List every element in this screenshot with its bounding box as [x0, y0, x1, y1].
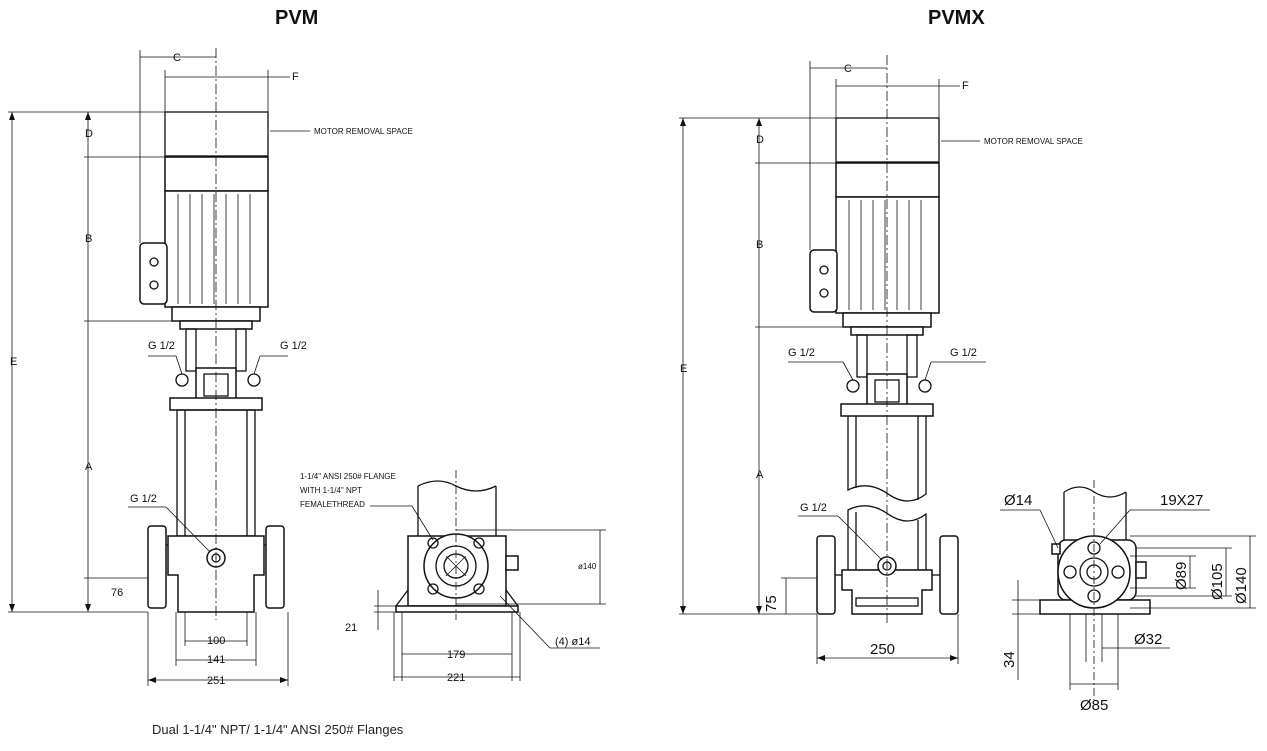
pvmx-dim-75: 75: [763, 595, 780, 612]
title-pvmx: PVMX: [928, 7, 985, 29]
pvmx-terminal-box: [809, 249, 838, 313]
pvm-flange-labels: 1-1/4" ANSI 250# FLANGE WITH 1-1/4" NPT …: [300, 472, 597, 684]
pvm-inlet-flange: [147, 525, 167, 609]
title-pvm: PVM: [275, 7, 318, 29]
pvm-flange-plug: [505, 555, 519, 571]
pvmx-inlet-flange: [816, 535, 836, 615]
pvm-dim-a: A: [85, 461, 93, 473]
pvm-motor-removal-label: MOTOR REMOVAL SPACE: [314, 127, 413, 136]
pvmx-motor-body: [835, 196, 940, 314]
pvmx-g-top-right: G 1/2: [950, 347, 977, 359]
pvm-pump-elevation: [139, 48, 285, 620]
pvmx-dim-a: A: [756, 469, 764, 481]
pvmx-dim-c: C: [844, 63, 852, 75]
pvm-motor-removal-box: [164, 111, 269, 157]
pvmx-dim-d105: Ø105: [1209, 563, 1226, 600]
pvmx-motor-cap: [835, 162, 940, 198]
pvmx-g-bottom: G 1/2: [800, 502, 827, 514]
pvm-dim-76: 76: [111, 587, 123, 599]
pvmx-dim-d85: Ø85: [1080, 697, 1108, 714]
pvmx-labels: E D B A C F MOTOR REMOVAL SPACE G 1/2 G …: [680, 63, 1083, 658]
pvmx-flange-view: [1000, 480, 1256, 700]
pvmx-dim-d140: Ø140: [1233, 567, 1250, 604]
pvm-dim-f: F: [292, 71, 299, 83]
pvmx-pump-elevation: [809, 55, 959, 625]
pvmx-dim-d32: Ø32: [1134, 631, 1162, 648]
pvm-dim-holes: (4) ø14: [555, 636, 590, 648]
pvm-dim-251: 251: [207, 675, 225, 687]
pvm-dim-e: E: [10, 356, 17, 368]
pvmx-dim-slot: 19X27: [1160, 492, 1203, 509]
pvmx-dim-34: 34: [1001, 651, 1018, 668]
pvmx-motor-removal-label: MOTOR REMOVAL SPACE: [984, 137, 1083, 146]
pvm-dim-100: 100: [207, 635, 225, 647]
pvm-dim-21: 21: [345, 622, 357, 634]
pvm-g-top-right: G 1/2: [280, 340, 307, 352]
pvm-dim-d: D: [85, 128, 93, 140]
pvmx-dim-d89: Ø89: [1173, 562, 1190, 590]
pvmx-motor-removal-box: [835, 117, 940, 163]
pvmx-dim-e: E: [680, 363, 687, 375]
pvm-dim-c: C: [173, 52, 181, 64]
pvm-dimensions: [8, 50, 310, 686]
pvm-flange-note-2: WITH 1-1/4" NPT: [300, 486, 362, 495]
pvmx-dim-d14: Ø14: [1004, 492, 1032, 509]
pvm-labels: E D B A C F MOTOR REMOVAL SPACE G 1/2 G …: [10, 52, 413, 687]
pvmx-dim-d: D: [756, 134, 764, 146]
pvm-terminal-box: [139, 242, 168, 305]
pvm-dim-221: 221: [447, 672, 465, 684]
pvm-dim-d140: ø140: [578, 562, 597, 571]
pvm-flange-note-1: 1-1/4" ANSI 250# FLANGE: [300, 472, 396, 481]
pvm-dim-b: B: [85, 233, 92, 245]
arrowheads: [9, 112, 958, 683]
pvm-flange-note-3: FEMALETHREAD: [300, 500, 365, 509]
pvm-dim-141: 141: [207, 654, 225, 666]
pvmx-flange-labels: Ø14 19X27 Ø89 Ø105 Ø140 Ø32 34 Ø85: [1001, 492, 1250, 714]
pvmx-dim-f: F: [962, 80, 969, 92]
pvm-g-top-left: G 1/2: [148, 340, 175, 352]
pvmx-g-top-left: G 1/2: [788, 347, 815, 359]
pvmx-outlet-flange: [939, 535, 959, 615]
pvm-outlet-flange: [265, 525, 285, 609]
pvmx-barrel-lower: [847, 505, 927, 571]
pvm-motor-body: [164, 190, 269, 308]
pvm-g-bottom: G 1/2: [130, 493, 157, 505]
pvm-dim-179: 179: [447, 649, 465, 661]
caption: Dual 1-1/4" NPT/ 1-1/4" ANSI 250# Flange…: [152, 722, 404, 737]
pvm-flange-view: [370, 470, 606, 681]
pvmx-dim-250: 250: [870, 641, 895, 658]
pvmx-dimensions: [679, 61, 986, 664]
pvm-motor-cap: [164, 156, 269, 192]
pvmx-dim-b: B: [756, 239, 763, 251]
